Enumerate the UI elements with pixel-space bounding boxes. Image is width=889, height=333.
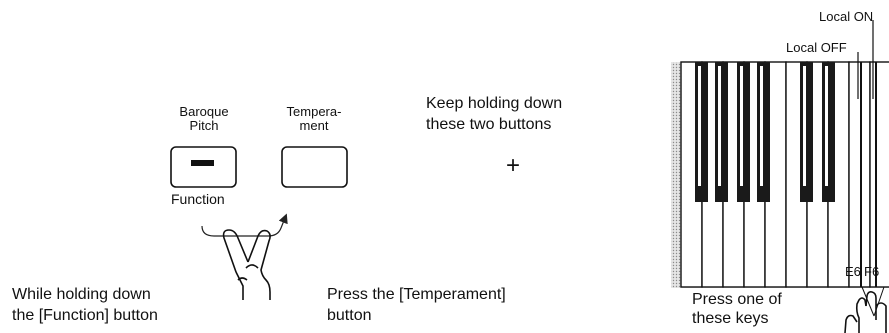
press-temperament-instruction: Press the [Temperament] button [327, 286, 506, 326]
black-key [800, 62, 813, 202]
keep-holding-line2: these two buttons [426, 116, 552, 134]
local-off-label: Local OFF [786, 40, 847, 55]
local-leader-lines [857, 20, 874, 99]
black-key [695, 62, 708, 202]
baroque-caption-line2: Pitch [189, 117, 219, 133]
local-on-label: Local ON [819, 9, 874, 24]
key-f6-label: F6 [864, 264, 880, 279]
while-holding-line1: While holding down [12, 286, 151, 303]
temperament-button [281, 146, 348, 188]
black-key [822, 62, 835, 202]
black-key [757, 62, 770, 202]
function-button [170, 146, 237, 188]
temperament-caption: Tempera- ment [274, 104, 354, 134]
while-holding-line2: the [Function] button [12, 307, 158, 325]
temperament-caption-line1: Tempera- [286, 104, 342, 119]
press-temperament-line1: Press the [Temperament] [327, 286, 506, 303]
press-keys-instruction: Press one of these keys [692, 291, 782, 329]
pointing-hand-icon [844, 291, 887, 333]
keep-holding-line1: Keep holding down [426, 95, 563, 112]
baroque-caption-line1: Baroque [179, 104, 229, 119]
key-e6-label: E6 [845, 264, 861, 279]
button-indicator-led [191, 160, 214, 166]
black-key [737, 62, 750, 202]
function-label: Function [171, 191, 225, 207]
plus-symbol: + [506, 152, 521, 179]
keep-holding-instruction: Keep holding down these two buttons [426, 95, 562, 135]
while-holding-instruction: While holding down the [Function] button [12, 286, 158, 326]
black-key [715, 62, 728, 202]
press-keys-line1: Press one of [692, 291, 782, 308]
white-key [869, 61, 889, 288]
two-finger-hand-icon [222, 229, 271, 300]
baroque-pitch-caption: Baroque Pitch [167, 104, 241, 134]
press-keys-line2: these keys [692, 310, 769, 328]
temperament-caption-line2: ment [299, 117, 329, 133]
white-key [848, 61, 871, 288]
piano-keyboard [671, 61, 889, 288]
press-sequence-arrow [201, 213, 288, 237]
press-temperament-line2: button [327, 307, 372, 325]
